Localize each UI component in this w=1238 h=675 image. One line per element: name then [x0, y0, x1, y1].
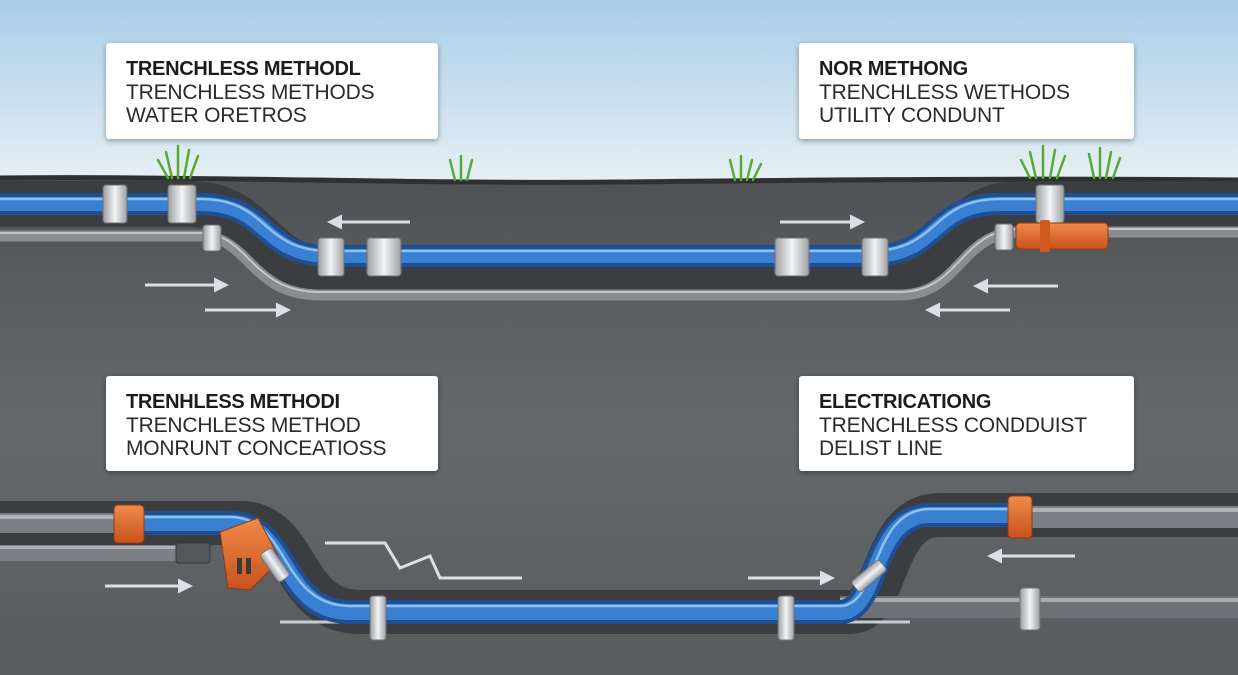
top-blue-pipe-body: [0, 197, 1238, 263]
card-line: TRENCHLESS METHODS: [126, 81, 375, 104]
orange-fitting: [1015, 222, 1109, 250]
clamp: [774, 237, 810, 277]
card-line: MONRUNT CONCEATIOSS: [126, 437, 387, 460]
clamp: [369, 595, 387, 641]
card-line: WATER ORETROS: [126, 104, 307, 127]
card-line: UTILITY CONDUNT: [819, 104, 1005, 127]
pipe-highlight: [1020, 508, 1238, 512]
label-card-top-left: TRENCHLESS METHODL TRENCHLESS METHODS WA…: [106, 43, 438, 139]
bottom-fittings: [113, 495, 1041, 641]
label-card-bottom-right: ELECTRICATIONG TRENCHLESS CONDDUIST DELI…: [799, 376, 1134, 471]
orange-elbow-fitting: [219, 517, 281, 591]
ground-surface-line: [0, 175, 1238, 185]
label-card-top-right: NOR METHONG TRENCHLESS WETHODS UTILITY C…: [799, 43, 1134, 139]
card-title: TRENCHLESS METHODL: [126, 58, 361, 80]
clamp: [777, 595, 795, 641]
grass-tufts: [156, 144, 1122, 182]
clamp: [861, 237, 889, 277]
card-line: DELIST LINE: [819, 437, 943, 460]
signal-zigzag: [325, 541, 522, 580]
clamp: [102, 184, 128, 224]
orange-fitting-collar: [1040, 220, 1050, 252]
orange-fitting: [1007, 495, 1033, 539]
top-gray-conduit: [0, 226, 1238, 301]
pipe-highlight: [0, 515, 130, 519]
gray-coupler: [175, 542, 211, 564]
card-line: TRENCHLESS METHOD: [126, 414, 361, 437]
orange-fitting: [113, 504, 145, 544]
bottom-blue-pipe-highlight: [140, 507, 1020, 608]
card-title: NOR METHONG: [819, 58, 968, 80]
card-line: TRENCHLESS WETHODS: [819, 81, 1070, 104]
fitting-slot: [237, 558, 242, 574]
clamp: [1035, 184, 1065, 224]
pipe-highlight: [0, 546, 210, 549]
card-title: TRENHLESS METHODI: [126, 391, 340, 413]
clamp: [994, 223, 1014, 251]
top-clamps: [102, 184, 1109, 277]
label-card-bottom-left: TRENHLESS METHODI TRENCHLESS METHOD MONR…: [106, 376, 438, 471]
clamp: [1019, 587, 1041, 631]
top-gray-conduit-highlight: [0, 228, 1238, 293]
top-blue-pipe-highlight: [0, 197, 1238, 253]
clamp: [851, 559, 887, 593]
top-flow-arrows: [145, 214, 1058, 318]
fitting-slot: [246, 558, 251, 574]
clamp: [167, 184, 197, 224]
card-title: ELECTRICATIONG: [819, 391, 992, 413]
card-line: TRENCHLESS CONDDUIST: [819, 414, 1087, 437]
bottom-flow-arrows: [105, 541, 1075, 594]
clamp: [260, 547, 290, 583]
clamp: [202, 224, 222, 252]
clamp: [317, 237, 345, 277]
clamp: [366, 237, 402, 277]
